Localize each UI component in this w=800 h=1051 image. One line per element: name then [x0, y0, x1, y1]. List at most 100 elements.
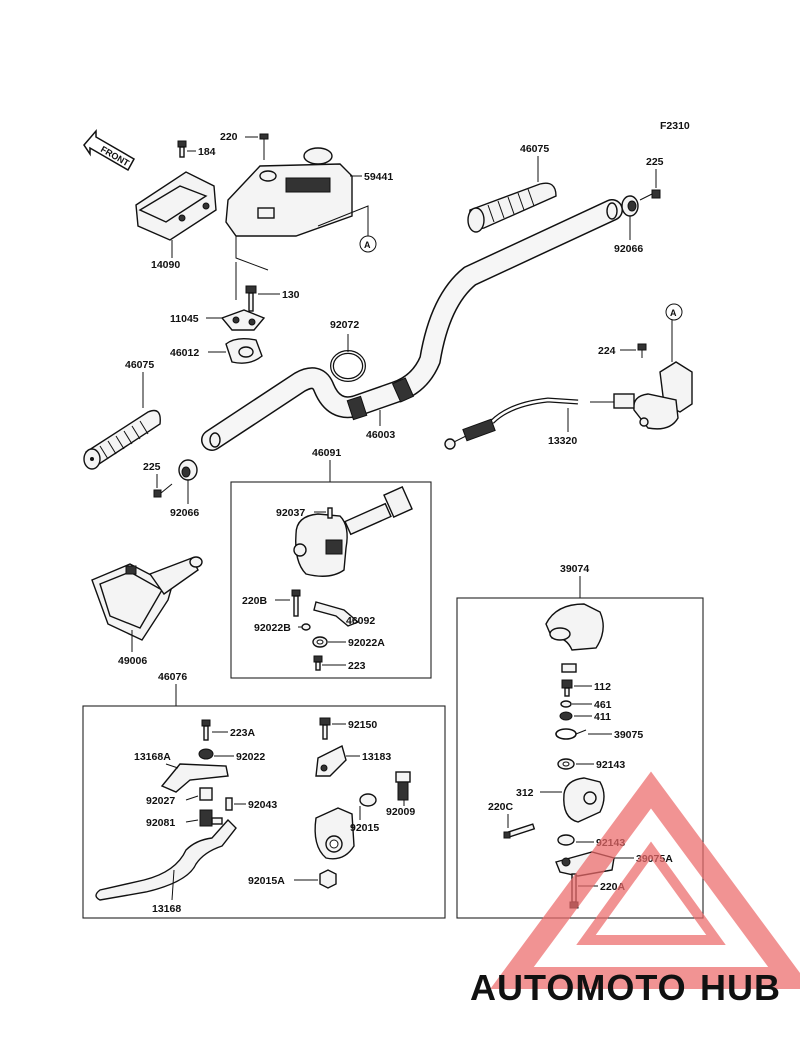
box-39074: [456, 597, 704, 919]
bolt-92150: [319, 717, 331, 740]
watermark-logo: [490, 771, 800, 989]
spacer-92027: [199, 787, 213, 801]
bolt-112: [561, 679, 573, 697]
pin-92037: [327, 507, 333, 519]
screw-225-right: [639, 189, 661, 201]
callout-92150: 92150: [348, 719, 377, 731]
callout-461: 461: [594, 699, 612, 711]
callout-46075-left: 46075: [125, 359, 154, 371]
washer-92143-top: [557, 758, 575, 770]
bolt-184: [177, 140, 187, 158]
handlebar-46003: [201, 199, 623, 451]
callout-220-top: 220: [220, 131, 238, 143]
box-46076: [82, 705, 446, 919]
callout-411: 411: [594, 711, 611, 723]
washer-92143-bottom: [557, 834, 575, 846]
callout-46012: 46012: [170, 347, 199, 359]
callout-46091: 46091: [312, 447, 341, 459]
box-46091: [230, 481, 432, 679]
pin-92043: [225, 797, 233, 811]
callout-223A: 223A: [230, 727, 256, 739]
callout-14090: 14090: [151, 259, 180, 271]
washer-411: [559, 711, 573, 721]
clip-part: [561, 663, 577, 673]
perch-92015: [314, 793, 377, 860]
screw-224: [637, 343, 647, 358]
washer-92022B: [301, 623, 311, 631]
weight-92066-left: [178, 459, 198, 481]
callout-220C: 220C: [488, 801, 514, 813]
watermark-text-right: HUB: [700, 967, 781, 1008]
callout-13320: 13320: [548, 435, 577, 447]
callout-92066-left: 92066: [170, 507, 199, 519]
screw-220C: [503, 823, 536, 839]
callout-46092: 46092: [346, 615, 375, 627]
cable-13320: [444, 397, 614, 450]
callout-13168A: 13168A: [134, 751, 171, 763]
callout-224: 224: [598, 345, 616, 357]
switch-46091: [293, 486, 413, 577]
callout-92143-top: 92143: [596, 759, 625, 771]
callout-92081: 92081: [146, 817, 175, 829]
bracket-13183: [315, 744, 347, 777]
callout-39075: 39075: [614, 729, 643, 741]
callout-92043: 92043: [248, 799, 277, 811]
cover-39074: [545, 603, 604, 651]
holder-46012: [225, 337, 263, 364]
grip-left-46075: [83, 409, 161, 470]
callout-312: 312: [516, 787, 534, 799]
switch-housing-59441: [225, 147, 353, 237]
callout-92066-right: 92066: [614, 243, 643, 255]
callout-92015: 92015: [350, 822, 379, 834]
callout-59441: 59441: [364, 171, 393, 183]
washer-92022: [198, 748, 214, 760]
callout-46076: 46076: [158, 671, 187, 683]
ref-marker-a-right: A: [670, 308, 677, 318]
grip-right-46075: [467, 182, 557, 233]
ref-marker-a-left: A: [364, 240, 371, 250]
cover-14090: [135, 171, 217, 241]
callout-92022B: 92022B: [254, 622, 291, 634]
callout-46075-right: 46075: [520, 143, 549, 155]
callout-11045: 11045: [170, 313, 199, 325]
callout-112: 112: [594, 681, 611, 693]
nut-92015A: [319, 869, 337, 889]
adjuster-92009: [395, 771, 411, 801]
spring-39075: [555, 728, 587, 740]
screw-223: [313, 655, 323, 671]
callout-220B: 220B: [242, 595, 268, 607]
lever-46092: [313, 601, 360, 627]
callout-92072: 92072: [330, 319, 359, 331]
callout-49006: 49006: [118, 655, 147, 667]
callout-92027: 92027: [146, 795, 175, 807]
watermark-text-left: AUTOMOTO: [470, 967, 687, 1008]
callout-223: 223: [348, 660, 366, 672]
washer-461: [560, 700, 572, 708]
screw-223A: [201, 719, 211, 741]
bracket-13168A: [160, 763, 229, 793]
callout-13168: 13168: [152, 903, 181, 915]
callout-92037: 92037: [276, 507, 305, 519]
callout-92015A: 92015A: [248, 875, 285, 887]
callout-184: 184: [198, 146, 216, 158]
callout-225-right: 225: [646, 156, 664, 168]
guard-49006: [91, 556, 203, 641]
clamp-92072: [330, 350, 366, 382]
screw-225-left: [153, 483, 173, 498]
front-arrow-icon: FRONT: [83, 128, 136, 172]
callout-130: 130: [282, 289, 300, 301]
callout-39074: 39074: [560, 563, 589, 575]
spring-92081: [199, 809, 223, 827]
callout-13183: 13183: [362, 751, 391, 763]
throttle-housing: [613, 361, 693, 430]
screw-220-top: [259, 133, 269, 160]
lever-13168: [95, 818, 237, 901]
figure-code: F2310: [660, 120, 690, 132]
weight-92066-right: [621, 195, 639, 217]
bolt-130: [245, 285, 257, 312]
callout-92022A: 92022A: [348, 637, 385, 649]
callout-225-left: 225: [143, 461, 161, 473]
callout-92009: 92009: [386, 806, 415, 818]
